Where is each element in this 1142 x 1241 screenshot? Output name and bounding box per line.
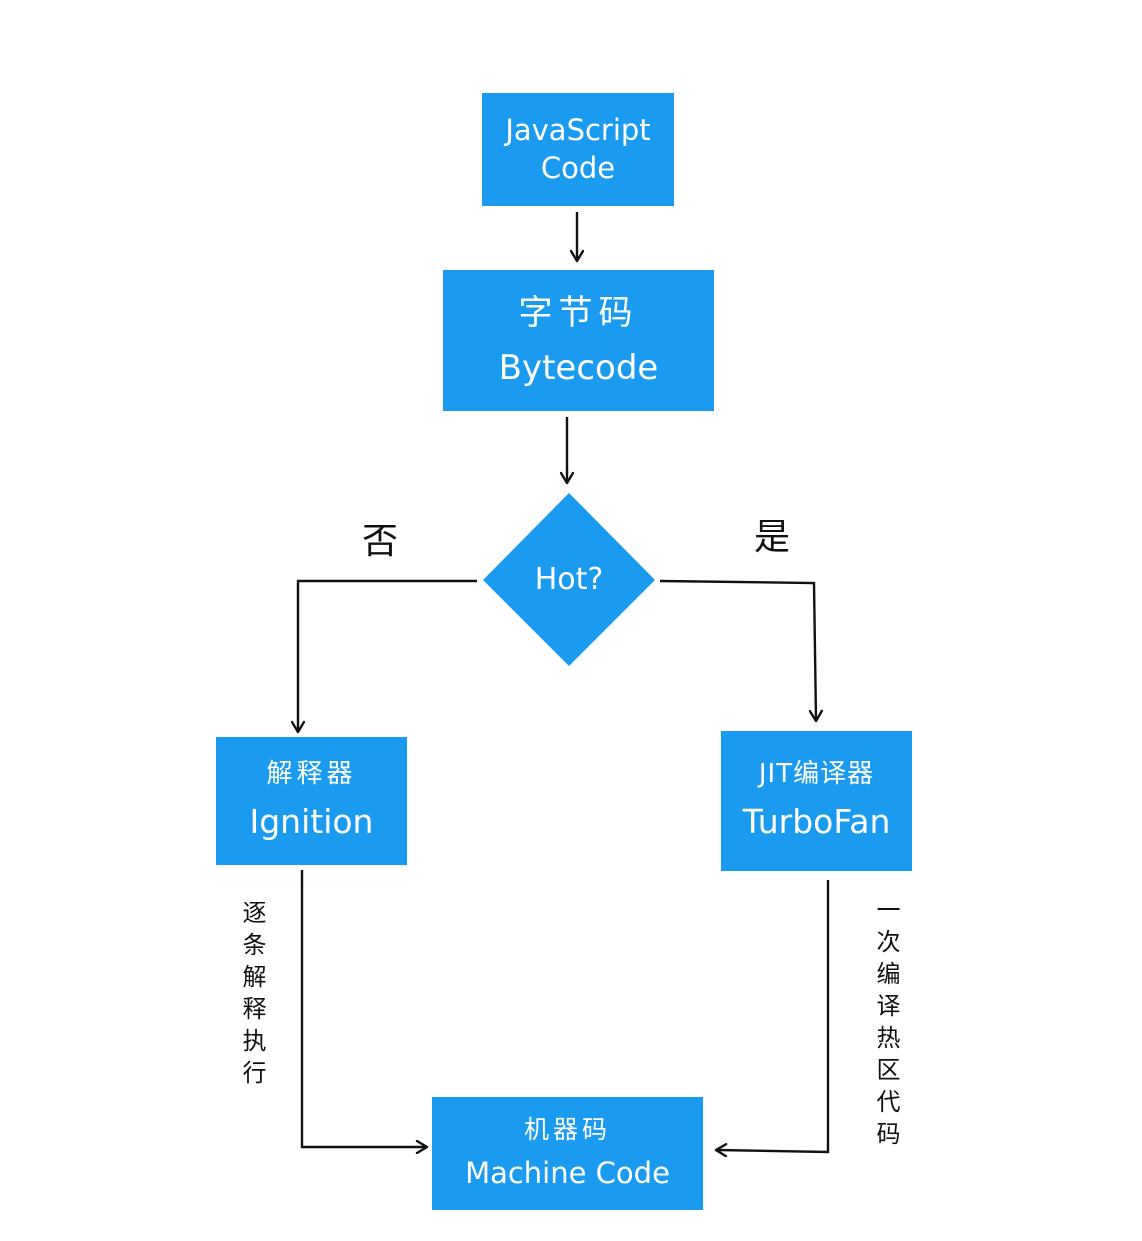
bytecode-line1: 字节码 [518, 293, 639, 334]
ignition-line1: 解释器 [266, 758, 357, 789]
arrow-ignition-to-machine [300, 870, 426, 1147]
turbofan-line2: TurboFan [742, 802, 891, 842]
bytecode-node: 字节码 Bytecode [443, 270, 714, 411]
turbofan-compiler-node: JIT编译器 TurboFan [721, 731, 912, 871]
edge-label-interpret: 逐条解释执行 [238, 900, 266, 1092]
machine-code-node: 机器码 Machine Code [432, 1097, 703, 1210]
edge-label-compile: 一次编译热区代码 [872, 897, 900, 1153]
machine-code-line2: Machine Code [465, 1155, 670, 1190]
javascript-code-node: JavaScript Code [482, 93, 674, 206]
bytecode-line2: Bytecode [498, 347, 659, 388]
arrow-decision-to-ignition [298, 579, 477, 731]
ignition-interpreter-node: 解释器 Ignition [216, 737, 407, 865]
javascript-code-line1: JavaScript [505, 112, 651, 147]
ignition-line2: Ignition [249, 802, 374, 842]
turbofan-line1: JIT编译器 [758, 758, 875, 789]
decision-label: Hot? [534, 562, 604, 597]
arrow-decision-to-turbofan [659, 579, 816, 720]
machine-code-line1: 机器码 [523, 1115, 611, 1145]
arrow-turbofan-to-machine [717, 880, 830, 1152]
decision-diamond [483, 493, 655, 666]
branch-label-yes: 是 [754, 517, 791, 558]
javascript-code-line2: Code [540, 150, 616, 185]
branch-label-no: 否 [362, 521, 399, 562]
